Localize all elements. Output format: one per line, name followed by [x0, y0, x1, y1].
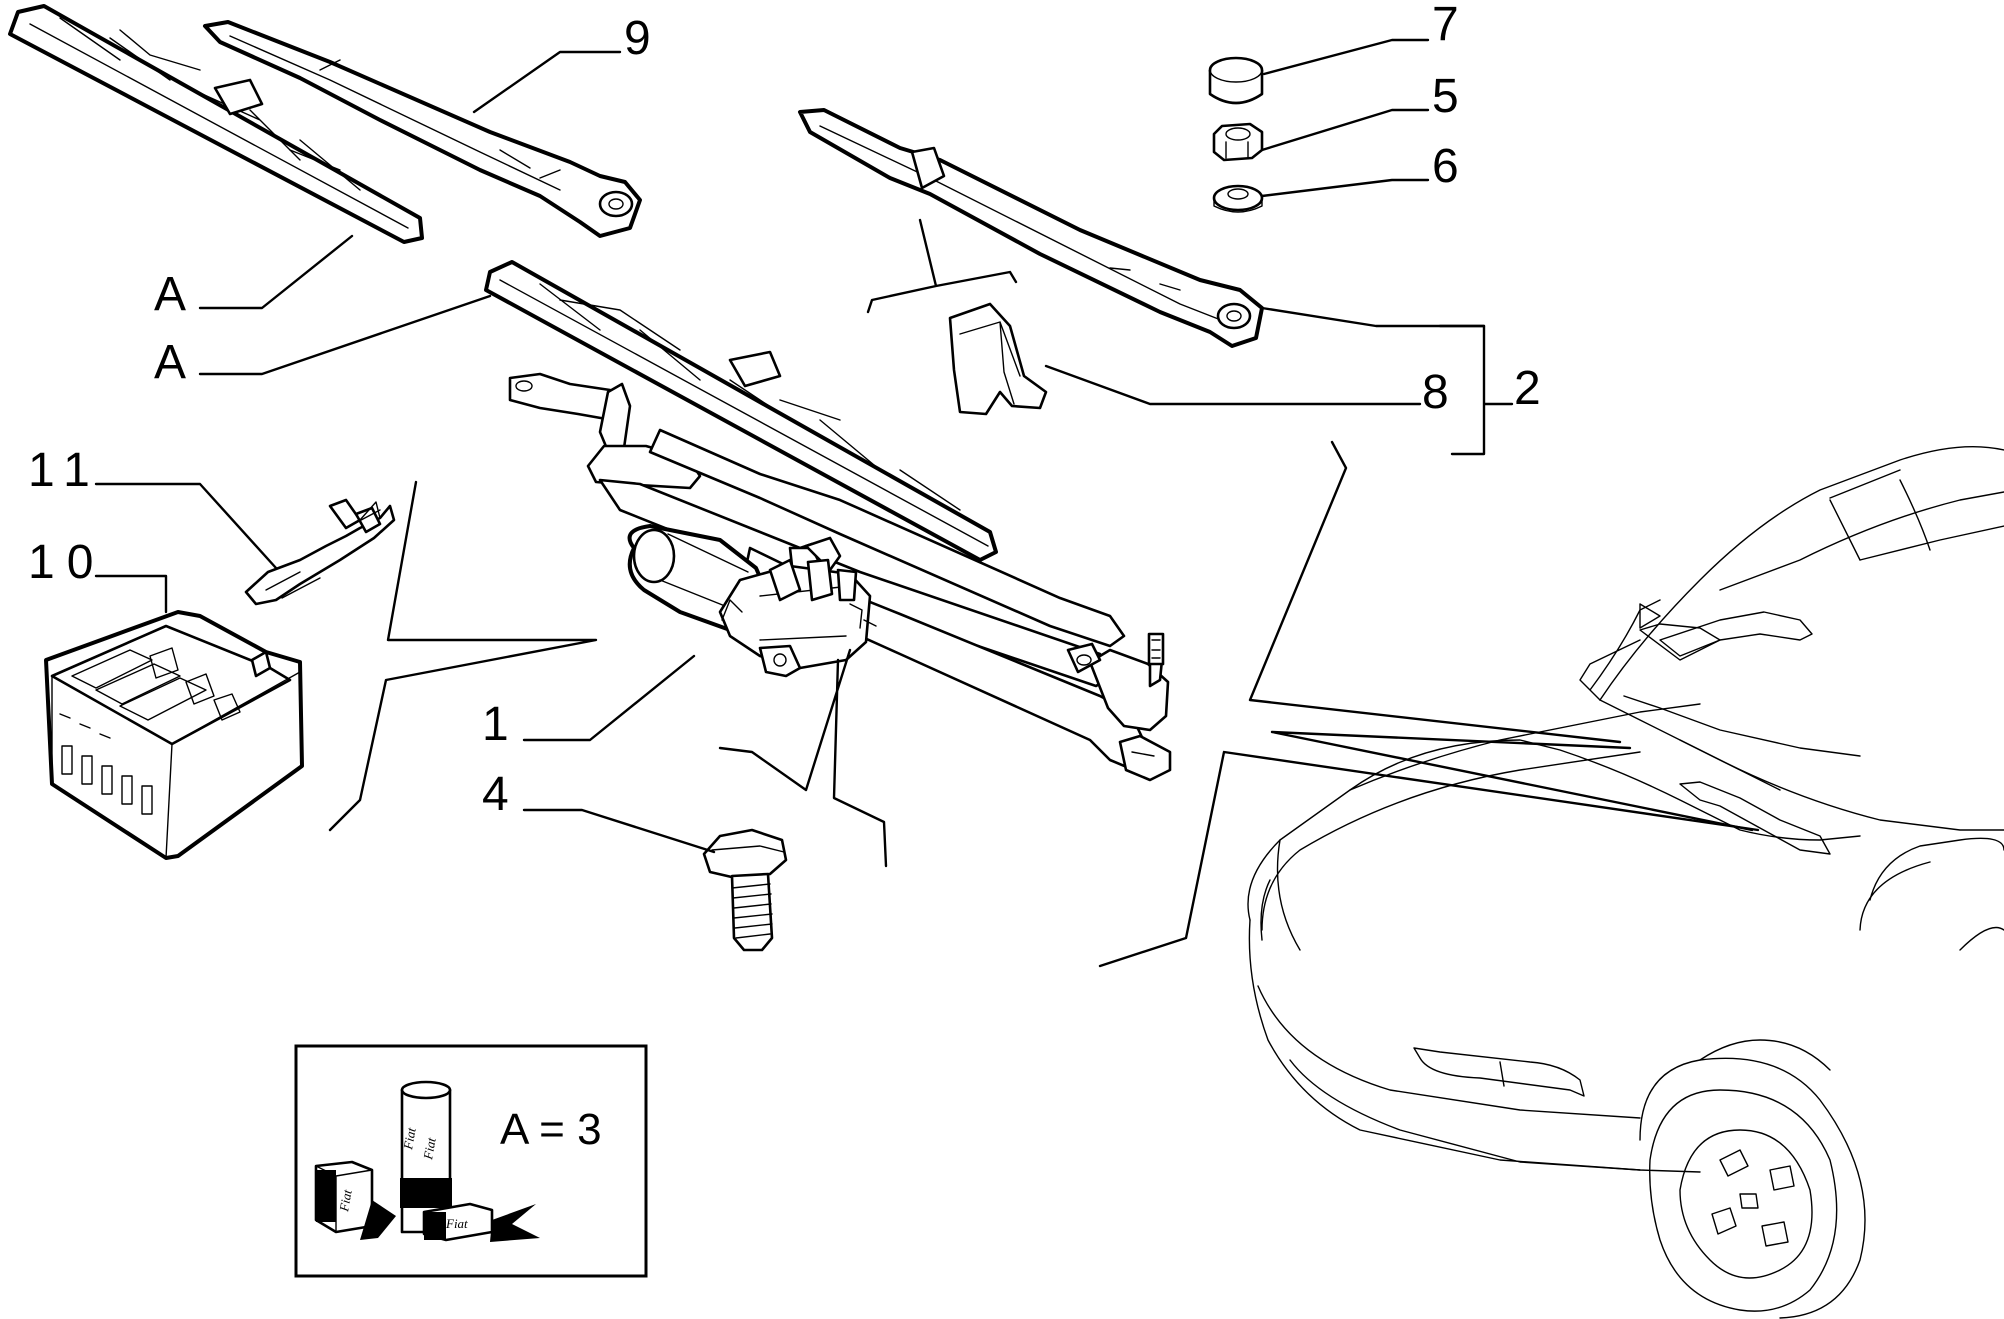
washer-6 — [1212, 184, 1264, 213]
callout-labels: 9 7 5 6 8 2 A A 11 10 1 4 — [28, 0, 1541, 821]
wiper-arm-9 — [203, 20, 642, 238]
kit-box: Fiat Fiat Fiat Fiat A = 3 — [294, 1044, 648, 1278]
arm-cap-leader-bracket — [866, 218, 1018, 314]
cap-7 — [1208, 56, 1264, 105]
kit-brand-left: Fiat — [336, 1188, 355, 1213]
kit-box-right — [422, 1202, 540, 1242]
nut-5 — [1212, 122, 1264, 162]
leader-7 — [1262, 38, 1430, 76]
leader-2-arm — [1260, 306, 1486, 328]
connector-housing-10 — [44, 610, 304, 860]
callout-a-upper: A — [154, 268, 186, 321]
car-pointer-mid — [1270, 730, 1754, 832]
kit-equation: A = 3 — [500, 1105, 602, 1154]
car-pointer-upper — [1248, 440, 1622, 744]
callout-6: 6 — [1432, 140, 1459, 193]
callout-11: 11 — [28, 444, 102, 497]
terminal-11 — [244, 498, 396, 606]
car-pointer-lower — [1098, 750, 1760, 968]
kit-brand-tube-a: Fiat — [400, 1126, 419, 1151]
leader-1 — [522, 654, 696, 742]
wiper-blade-lower — [484, 260, 998, 562]
leader-10 — [94, 574, 168, 614]
kit-box-left — [314, 1160, 396, 1240]
bolt-4 — [702, 828, 788, 952]
kit-brand-right: Fiat — [445, 1216, 468, 1231]
leader-9 — [472, 50, 622, 114]
detail-bracket-motor — [718, 648, 888, 868]
wiper-motor-1 — [627, 524, 877, 678]
callout-7: 7 — [1432, 0, 1459, 51]
callout-5: 5 — [1432, 70, 1459, 123]
detail-bracket-left — [328, 480, 598, 832]
bracket-2 — [1438, 324, 1514, 456]
leader-5 — [1260, 108, 1430, 152]
callout-10: 10 — [28, 536, 105, 589]
kit-brand-tube-b: Fiat — [420, 1136, 439, 1161]
callout-1: 1 — [482, 698, 509, 751]
callout-4: 4 — [482, 768, 509, 821]
callout-9: 9 — [624, 12, 651, 65]
callout-8: 8 — [1422, 366, 1449, 419]
leader-a-upper — [198, 234, 354, 310]
leader-8 — [1044, 364, 1422, 406]
wiper-arm-2 — [798, 108, 1264, 348]
callout-2: 2 — [1514, 362, 1541, 415]
leader-11 — [94, 482, 278, 570]
arm-cap-8 — [948, 302, 1048, 416]
car-outline — [1247, 445, 2004, 1319]
kit-box-frame — [294, 1044, 648, 1278]
leader-a-lower — [198, 294, 492, 376]
wiper-blade-upper — [8, 4, 424, 244]
leader-lines — [94, 38, 1760, 968]
kit-tube — [400, 1080, 452, 1234]
leader-4 — [522, 808, 716, 854]
callout-a-lower: A — [154, 336, 186, 389]
leader-6 — [1260, 178, 1430, 198]
